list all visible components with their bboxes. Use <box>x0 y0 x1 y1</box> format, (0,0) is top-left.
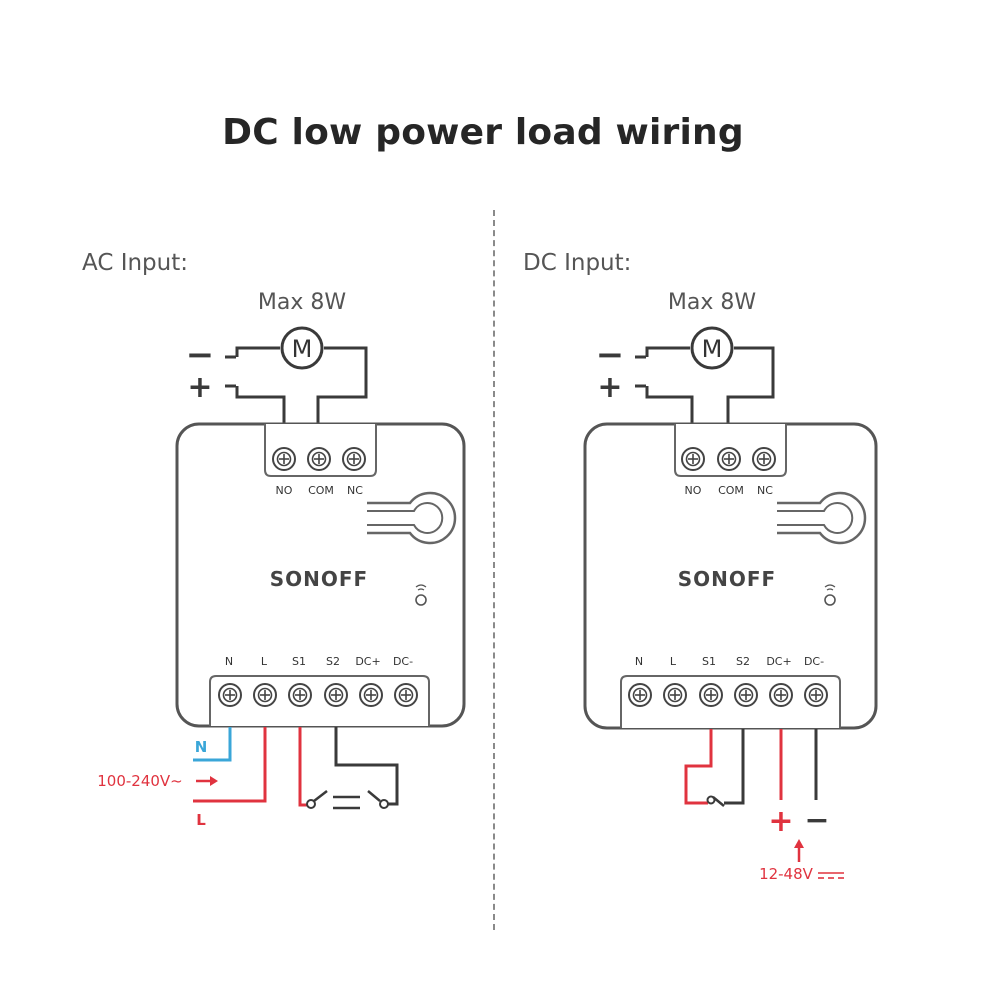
ac-terminal-com: COM <box>308 484 334 497</box>
dc-diagram: Max 8W M − + NO COM NC SONOFF N L S1 S2 … <box>583 290 878 883</box>
dc-input-label: DC Input: <box>523 250 632 276</box>
dc-symbol-icon <box>818 872 844 879</box>
dc-plus-sign: + <box>597 370 622 405</box>
dc-load-minus-wire <box>645 346 690 357</box>
ac-screw-s1 <box>288 683 312 707</box>
dc-brand-logo: SONOFF <box>678 567 776 591</box>
dc-pairing-button <box>777 491 867 545</box>
ac-switch-lever-2 <box>367 790 381 802</box>
dc-supply-plus: + <box>768 804 793 839</box>
ac-screw-nc <box>342 447 366 471</box>
dc-screw-n <box>628 683 652 707</box>
dashed-divider <box>493 210 495 930</box>
ac-brand-logo: SONOFF <box>270 567 368 591</box>
ac-s1-wire <box>298 727 307 807</box>
ac-screw-dcminus <box>394 683 418 707</box>
ac-terminal-dcplus: DC+ <box>355 655 380 668</box>
dc-load-plus-wire <box>645 386 694 425</box>
dc-load-nc-wire <box>726 346 775 425</box>
dc-terminal-l: L <box>670 655 677 668</box>
ac-screw-no <box>272 447 296 471</box>
ac-terminal-nc: NC <box>347 484 363 497</box>
ac-terminal-l: L <box>261 655 268 668</box>
ac-plus-sign: + <box>187 370 212 405</box>
ac-screw-dcplus <box>359 683 383 707</box>
dc-terminal-dcplus: DC+ <box>766 655 791 668</box>
page-title: DC low power load wiring <box>222 112 744 153</box>
ac-live-wire <box>193 727 267 803</box>
ac-switch-contact-1 <box>306 799 316 809</box>
dc-switch-lever <box>712 796 725 807</box>
ac-neutral-label: N <box>195 738 208 756</box>
ac-terminal-s2: S2 <box>326 655 340 668</box>
ac-motor-icon <box>280 326 324 370</box>
dc-screw-nc <box>752 447 776 471</box>
ac-s2-wire <box>334 727 399 806</box>
ac-screw-com <box>307 447 331 471</box>
dc-terminal-n: N <box>635 655 643 668</box>
ac-neutral-wire <box>193 727 232 762</box>
ac-minus-sign: − <box>186 335 215 375</box>
ac-terminal-s1: S1 <box>292 655 306 668</box>
ac-pairing-button <box>367 491 457 545</box>
ac-screw-n <box>218 683 242 707</box>
dc-s1-wire <box>684 729 713 805</box>
dc-voltage-label: 12-48V <box>759 865 814 883</box>
dc-minus-sign: − <box>596 335 625 375</box>
dc-motor-icon <box>690 326 734 370</box>
dc-terminal-nc: NC <box>757 484 773 497</box>
dc-screw-dcplus <box>769 683 793 707</box>
ac-max-load: Max 8W <box>258 290 346 315</box>
ac-load-nc-wire <box>316 346 368 425</box>
dc-s2-wire <box>724 729 745 805</box>
ac-screw-s2 <box>324 683 348 707</box>
ac-voltage-label: 100-240V~ <box>97 772 183 790</box>
dc-screw-dcminus <box>804 683 828 707</box>
ac-wifi-icon <box>415 584 427 591</box>
ac-load-minus-wire <box>235 346 280 357</box>
ac-switch-contact-2 <box>379 799 389 809</box>
ac-terminal-no: NO <box>276 484 293 497</box>
ac-input-label: AC Input: <box>82 250 189 276</box>
ac-screw-l <box>253 683 277 707</box>
ac-live-label: L <box>196 811 206 829</box>
dc-screw-s2 <box>734 683 758 707</box>
ac-load-plus-wire <box>235 386 286 425</box>
dc-motor-label: M <box>702 335 723 363</box>
dc-screw-no <box>681 447 705 471</box>
dc-led-icon <box>824 594 836 606</box>
ac-terminal-dcminus: DC- <box>393 655 413 668</box>
dc-screw-s1 <box>699 683 723 707</box>
dc-screw-com <box>717 447 741 471</box>
dc-screw-l <box>663 683 687 707</box>
dc-terminal-no: NO <box>685 484 702 497</box>
dc-terminal-s2: S2 <box>736 655 750 668</box>
ac-terminal-n: N <box>225 655 233 668</box>
dc-max-load: Max 8W <box>668 290 756 315</box>
ac-motor-label: M <box>292 335 313 363</box>
dc-wifi-icon <box>824 584 836 591</box>
dc-terminal-dcminus: DC- <box>804 655 824 668</box>
dc-supply-minus: − <box>804 803 829 838</box>
ac-diagram: Max 8W M − + NO COM NC SONOFF N L S1 S2 <box>97 290 466 829</box>
dc-terminal-s1: S1 <box>702 655 716 668</box>
ac-switch-lever-1 <box>313 790 328 802</box>
dc-terminal-com: COM <box>718 484 744 497</box>
ac-led-icon <box>415 594 427 606</box>
